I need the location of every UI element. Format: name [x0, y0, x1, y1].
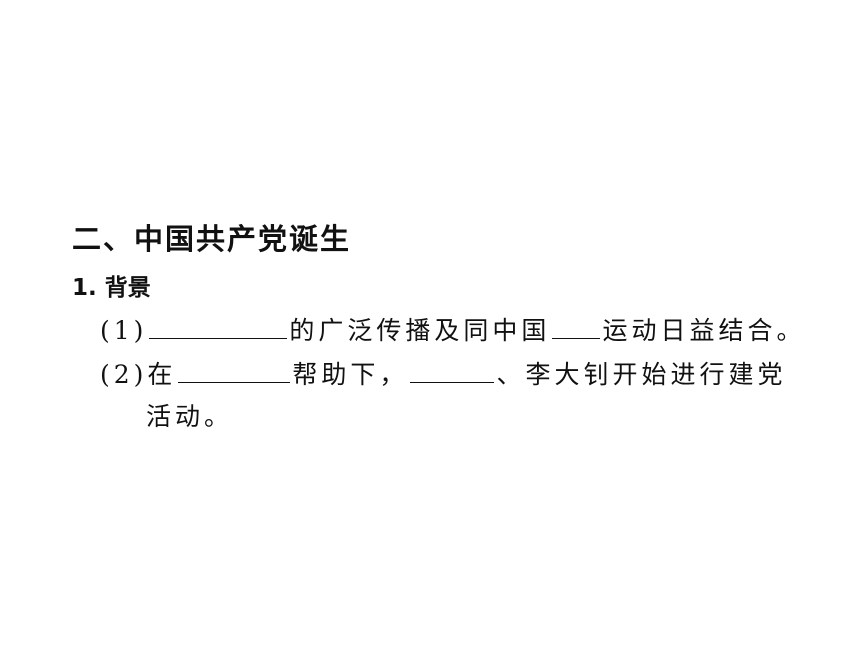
- fill-in-item-2: (2)在 帮助下， 、李大钊开始进行建党: [100, 356, 786, 392]
- item-1-blank-2[interactable]: [552, 312, 601, 339]
- section-title: 二、中国共产党诞生: [72, 222, 352, 256]
- item-2-blank-2[interactable]: [410, 356, 495, 383]
- item-2-prefix: (2)在: [100, 360, 177, 389]
- fill-in-item-1: (1) 的广泛传播及同中国 运动日益结合。: [100, 312, 805, 348]
- item-1-text-2: 运动日益结合。: [602, 316, 806, 345]
- item-1-text-1: 的广泛传播及同中国: [289, 316, 551, 345]
- item-2-continuation: 活动。: [146, 402, 234, 431]
- item-2-text-1: 帮助下，: [292, 360, 409, 389]
- item-1-blank-1[interactable]: [149, 312, 288, 339]
- section-subtitle: 1. 背景: [72, 275, 151, 301]
- item-2-blank-1[interactable]: [178, 356, 291, 383]
- item-1-prefix: (1): [100, 316, 148, 345]
- item-2-text-2: 、李大钊开始进行建党: [496, 360, 787, 389]
